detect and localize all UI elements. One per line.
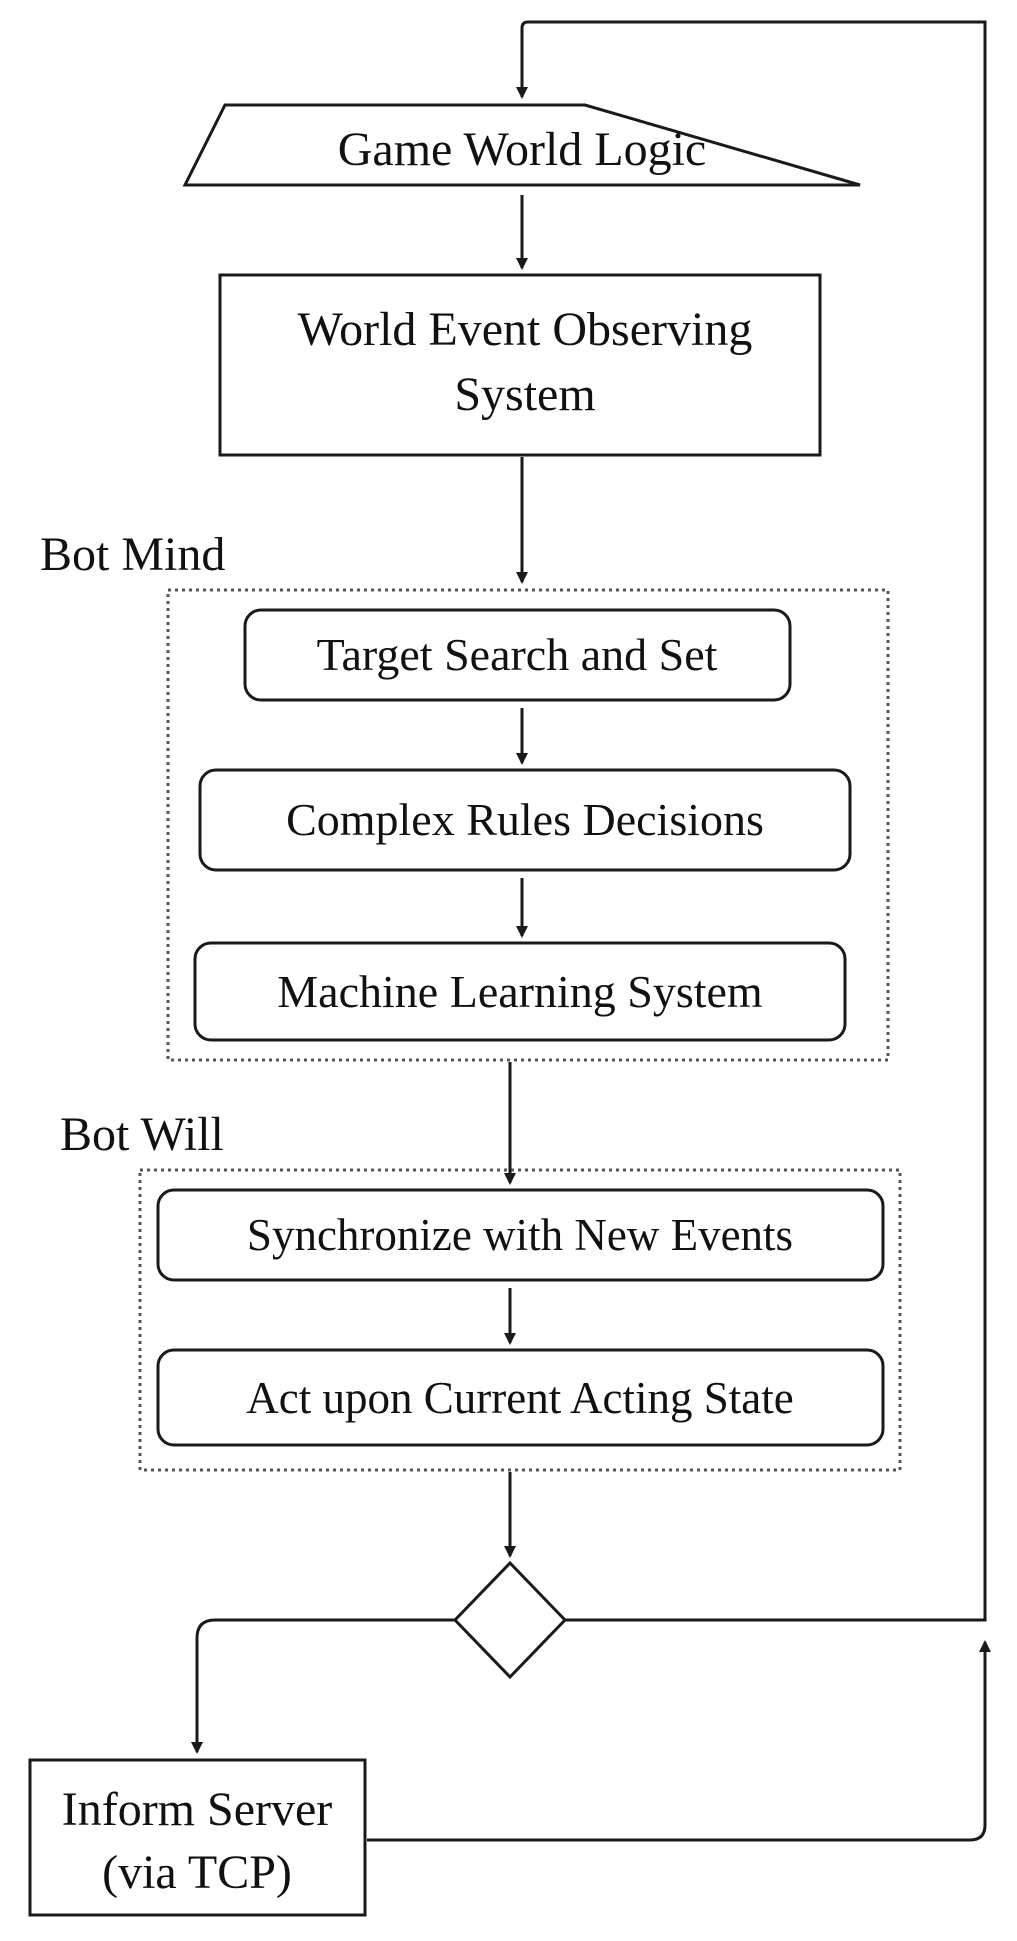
complex-rules-step (198, 768, 852, 872)
bot-will-title: Bot Will (60, 1108, 224, 1161)
machine-learning-step (193, 941, 847, 1042)
game-world-logic-shape (182, 103, 861, 187)
arrow-decision-to-inform (191, 1618, 455, 1754)
game-world-logic-label: Game World Logic (338, 123, 706, 176)
act-upon-step (156, 1348, 885, 1447)
inform-server-label-line1: Inform Server (62, 1783, 333, 1836)
arrow-inform-to-loop (367, 1640, 991, 1842)
world-event-observing-label-line2: System (454, 368, 595, 421)
bot-mind-title: Bot Mind (40, 528, 225, 581)
decision-diamond (452, 1560, 568, 1680)
target-search-step (243, 608, 792, 702)
synchronize-label: Synchronize with New Events (247, 1210, 793, 1260)
act-upon-label: Act upon Current Acting State (246, 1373, 793, 1423)
target-search-label: Target Search and Set (317, 629, 718, 680)
synchronize-step (156, 1188, 885, 1282)
inform-server-box (28, 1758, 367, 1917)
world-event-observing-label-line1: World Event Observing (298, 303, 753, 356)
inform-server-label-line2: (via TCP) (102, 1846, 292, 1899)
loop-decision-to-top (516, 20, 987, 1622)
bot-will-group (138, 1168, 902, 1472)
bot-mind-group (166, 588, 890, 1062)
machine-learning-label: Machine Learning System (277, 966, 763, 1017)
world-event-observing-box (218, 273, 822, 457)
complex-rules-label: Complex Rules Decisions (286, 794, 764, 845)
